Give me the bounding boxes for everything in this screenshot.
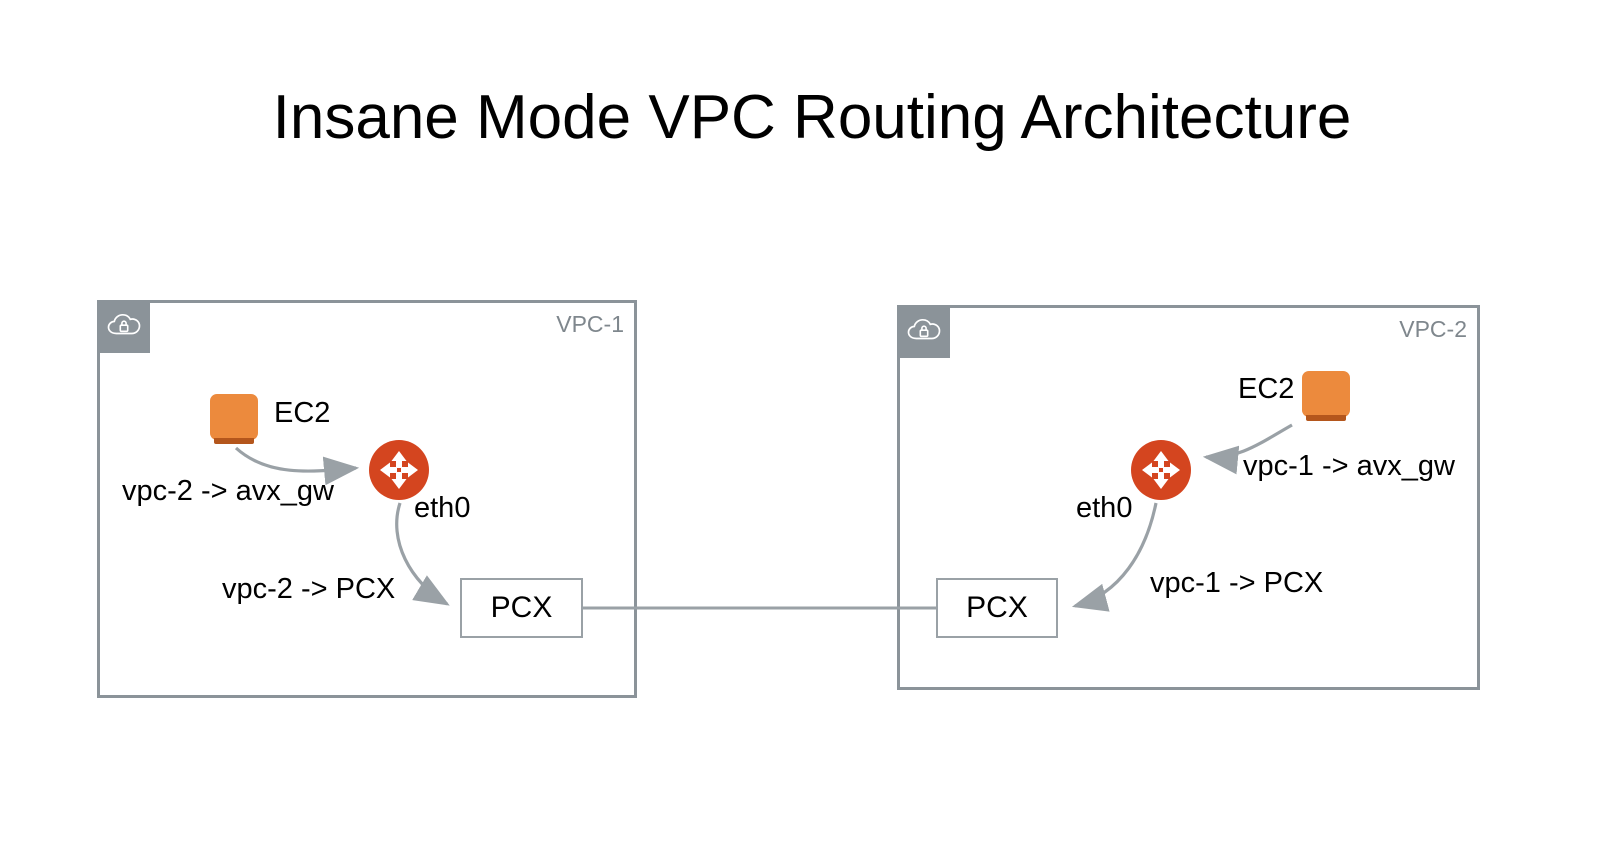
route-label-vpc-2-pcx: vpc-1 -> PCX xyxy=(1150,567,1324,599)
ec2-icon-base xyxy=(1306,415,1346,421)
eth0-label-vpc-2: eth0 xyxy=(1076,492,1133,524)
ec2-label-vpc-2: EC2 xyxy=(1238,373,1295,405)
ec2-instance-icon xyxy=(1302,371,1350,423)
vpc-badge-vpc-1 xyxy=(98,301,150,353)
ec2-icon-body xyxy=(210,394,258,440)
eth0-label-vpc-1: eth0 xyxy=(414,492,471,524)
vpc-container-vpc-1: VPC-1 xyxy=(97,300,637,698)
page-title: Insane Mode VPC Routing Architecture xyxy=(272,83,1352,152)
vpc-label-vpc-2: VPC-2 xyxy=(1399,316,1467,342)
route-label-vpc-1-avx-gw: vpc-2 -> avx_gw xyxy=(122,475,334,507)
pcx-box-vpc-2: PCX xyxy=(936,578,1058,638)
vpc-cloud-lock-icon xyxy=(907,317,941,348)
route-label-vpc-2-avx-gw: vpc-1 -> avx_gw xyxy=(1243,450,1455,482)
vpc-label-vpc-1: VPC-1 xyxy=(556,311,624,337)
router-icon xyxy=(1131,440,1191,500)
ec2-icon-base xyxy=(214,438,254,444)
ec2-icon-body xyxy=(1302,371,1350,417)
pcx-box-vpc-1: PCX xyxy=(460,578,583,638)
route-label-vpc-1-pcx: vpc-2 -> PCX xyxy=(222,573,396,605)
vpc-badge-vpc-2 xyxy=(898,306,950,358)
vpc-cloud-lock-icon xyxy=(107,312,141,343)
ec2-instance-icon xyxy=(210,394,258,446)
router-icon xyxy=(369,440,429,500)
vpc-container-vpc-2: VPC-2 xyxy=(897,305,1480,690)
ec2-label-vpc-1: EC2 xyxy=(274,397,331,429)
